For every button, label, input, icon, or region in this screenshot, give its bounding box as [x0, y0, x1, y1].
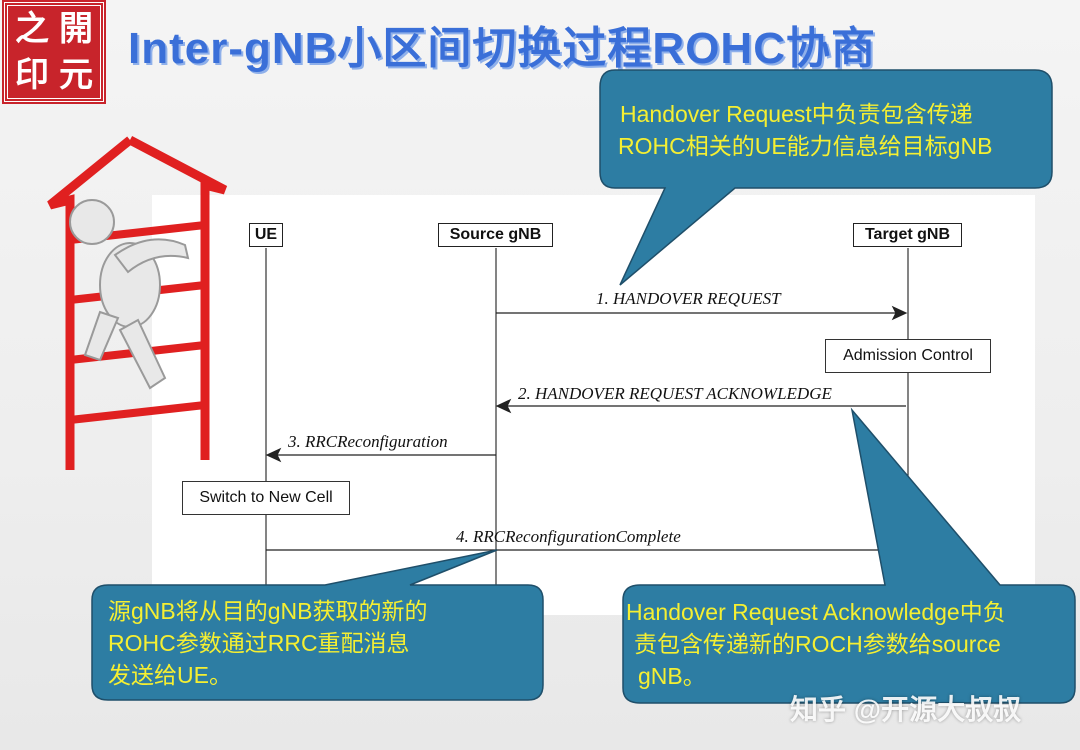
logo-char: 印	[15, 55, 49, 95]
callout-top-line: ROHC相关的UE能力信息给目标gNB	[618, 133, 993, 159]
callout-right-line: gNB。	[638, 663, 706, 689]
callout-left-line: ROHC参数通过RRC重配消息	[108, 630, 410, 656]
callout-right-shape	[622, 407, 1076, 704]
callout-right-line: Handover Request Acknowledge中负	[626, 599, 1006, 625]
callout-left-shape	[91, 549, 544, 701]
page-title: Inter-gNB小区间切换过程ROHC协商	[128, 24, 876, 73]
message-1-label: 1. HANDOVER REQUEST	[596, 289, 781, 308]
logo-char: 開	[59, 9, 93, 49]
message-4-label: 4. RRCReconfigurationComplete	[456, 527, 681, 546]
watermark-text: 知乎 @开源大叔叔	[790, 694, 1022, 725]
message-3-label: 3. RRCReconfiguration	[288, 432, 448, 451]
callout-top-shape	[599, 69, 1053, 286]
callout-top-text: Handover Request中负责包含传递 ROHC相关的UE能力信息给目标…	[618, 98, 1048, 162]
climber-figure	[69, 199, 190, 390]
logo: 之 開 印 元	[2, 0, 106, 104]
callout-right-text: Handover Request Acknowledge中负 责包含传递新的RO…	[626, 596, 1074, 692]
callout-left-text: 源gNB将从目的gNB获取的新的 ROHC参数通过RRC重配消息 发送给UE。	[108, 595, 538, 691]
target-gnb-lifeline-header: Target gNB	[853, 223, 962, 247]
logo-char: 元	[59, 55, 93, 95]
callout-right-line: 责包含传递新的ROCH参数给source	[634, 631, 1001, 657]
admission-control-box: Admission Control	[825, 339, 991, 373]
source-gnb-lifeline-header: Source gNB	[438, 223, 553, 247]
logo-char: 之	[15, 9, 49, 49]
ladder-illustration	[47, 136, 228, 470]
callout-left-line: 源gNB将从目的gNB获取的新的	[108, 598, 428, 624]
ue-lifeline-header: UE	[249, 223, 283, 247]
callout-left-line: 发送给UE。	[108, 662, 232, 688]
callout-top-line: Handover Request中负责包含传递	[620, 101, 973, 127]
switch-to-new-cell-box: Switch to New Cell	[182, 481, 350, 515]
message-2-label: 2. HANDOVER REQUEST ACKNOWLEDGE	[518, 384, 832, 403]
message-arrows	[265, 305, 908, 551]
